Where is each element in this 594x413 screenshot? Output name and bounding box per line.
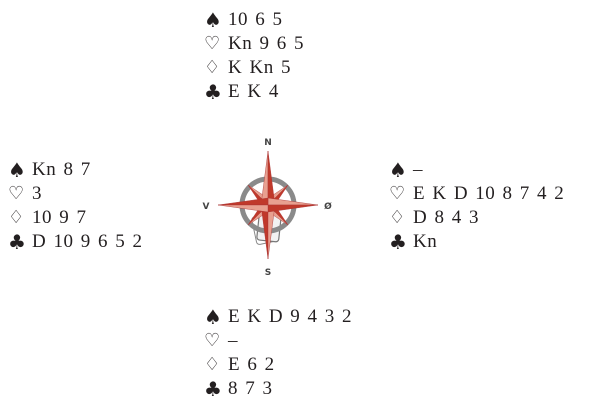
north-diamonds-cards: K Kn 5: [228, 56, 291, 80]
diamond-icon: ♢: [8, 206, 32, 230]
club-icon: ♣: [8, 230, 32, 254]
north-diamonds: ♢ K Kn 5: [204, 56, 304, 80]
compass-label-south: S: [265, 268, 271, 278]
south-spades: ♠ E K D 9 4 3 2: [204, 305, 352, 329]
diamond-icon: ♢: [204, 56, 228, 80]
spade-icon: ♠: [389, 158, 413, 182]
west-hand: ♠ Kn 8 7 ♡ 3 ♢ 10 9 7 ♣ D 10 9 6 5 2: [8, 158, 142, 254]
spade-icon: ♠: [204, 305, 228, 329]
north-spades: ♠ 10 6 5: [204, 8, 304, 32]
south-hearts: ♡ –: [204, 329, 352, 353]
south-diamonds-cards: E 6 2: [228, 353, 275, 377]
diamond-icon: ♢: [204, 353, 228, 377]
east-hearts-cards: E K D 10 8 7 4 2: [413, 182, 564, 206]
east-spades-cards: –: [413, 158, 423, 182]
east-hearts: ♡ E K D 10 8 7 4 2: [389, 182, 564, 206]
north-hearts: ♡ Kn 9 6 5: [204, 32, 304, 56]
north-clubs: ♣ E K 4: [204, 80, 304, 104]
compass-label-north: N: [264, 138, 272, 148]
heart-icon: ♡: [204, 329, 228, 353]
compass-cardinal-points: [218, 151, 318, 259]
spade-icon: ♠: [8, 158, 32, 182]
west-clubs-cards: D 10 9 6 5 2: [32, 230, 142, 254]
north-clubs-cards: E K 4: [228, 80, 279, 104]
spade-icon: ♠: [204, 8, 228, 32]
east-hand: ♠ – ♡ E K D 10 8 7 4 2 ♢ D 8 4 3 ♣ Kn: [389, 158, 564, 254]
east-diamonds-cards: D 8 4 3: [413, 206, 479, 230]
south-diamonds: ♢ E 6 2: [204, 353, 352, 377]
east-clubs-cards: Kn: [413, 230, 437, 254]
west-diamonds-cards: 10 9 7: [32, 206, 87, 230]
south-hearts-cards: –: [228, 329, 238, 353]
compass-rose: G N S Ø V: [188, 125, 348, 285]
heart-icon: ♡: [389, 182, 413, 206]
west-clubs: ♣ D 10 9 6 5 2: [8, 230, 142, 254]
club-icon: ♣: [389, 230, 413, 254]
club-icon: ♣: [204, 377, 228, 401]
west-hearts: ♡ 3: [8, 182, 142, 206]
west-hearts-cards: 3: [32, 182, 42, 206]
west-spades-cards: Kn 8 7: [32, 158, 91, 182]
compass-label-east: Ø: [324, 201, 332, 212]
south-clubs-cards: 8 7 3: [228, 377, 273, 401]
north-hearts-cards: Kn 9 6 5: [228, 32, 304, 56]
south-spades-cards: E K D 9 4 3 2: [228, 305, 352, 329]
north-spades-cards: 10 6 5: [228, 8, 283, 32]
south-clubs: ♣ 8 7 3: [204, 377, 352, 401]
heart-icon: ♡: [8, 182, 32, 206]
east-clubs: ♣ Kn: [389, 230, 564, 254]
club-icon: ♣: [204, 80, 228, 104]
east-spades: ♠ –: [389, 158, 564, 182]
heart-icon: ♡: [204, 32, 228, 56]
south-hand: ♠ E K D 9 4 3 2 ♡ – ♢ E 6 2 ♣ 8 7 3: [204, 305, 352, 401]
west-diamonds: ♢ 10 9 7: [8, 206, 142, 230]
north-hand: ♠ 10 6 5 ♡ Kn 9 6 5 ♢ K Kn 5 ♣ E K 4: [204, 8, 304, 104]
diamond-icon: ♢: [389, 206, 413, 230]
west-spades: ♠ Kn 8 7: [8, 158, 142, 182]
compass-label-west: V: [203, 202, 210, 212]
east-diamonds: ♢ D 8 4 3: [389, 206, 564, 230]
